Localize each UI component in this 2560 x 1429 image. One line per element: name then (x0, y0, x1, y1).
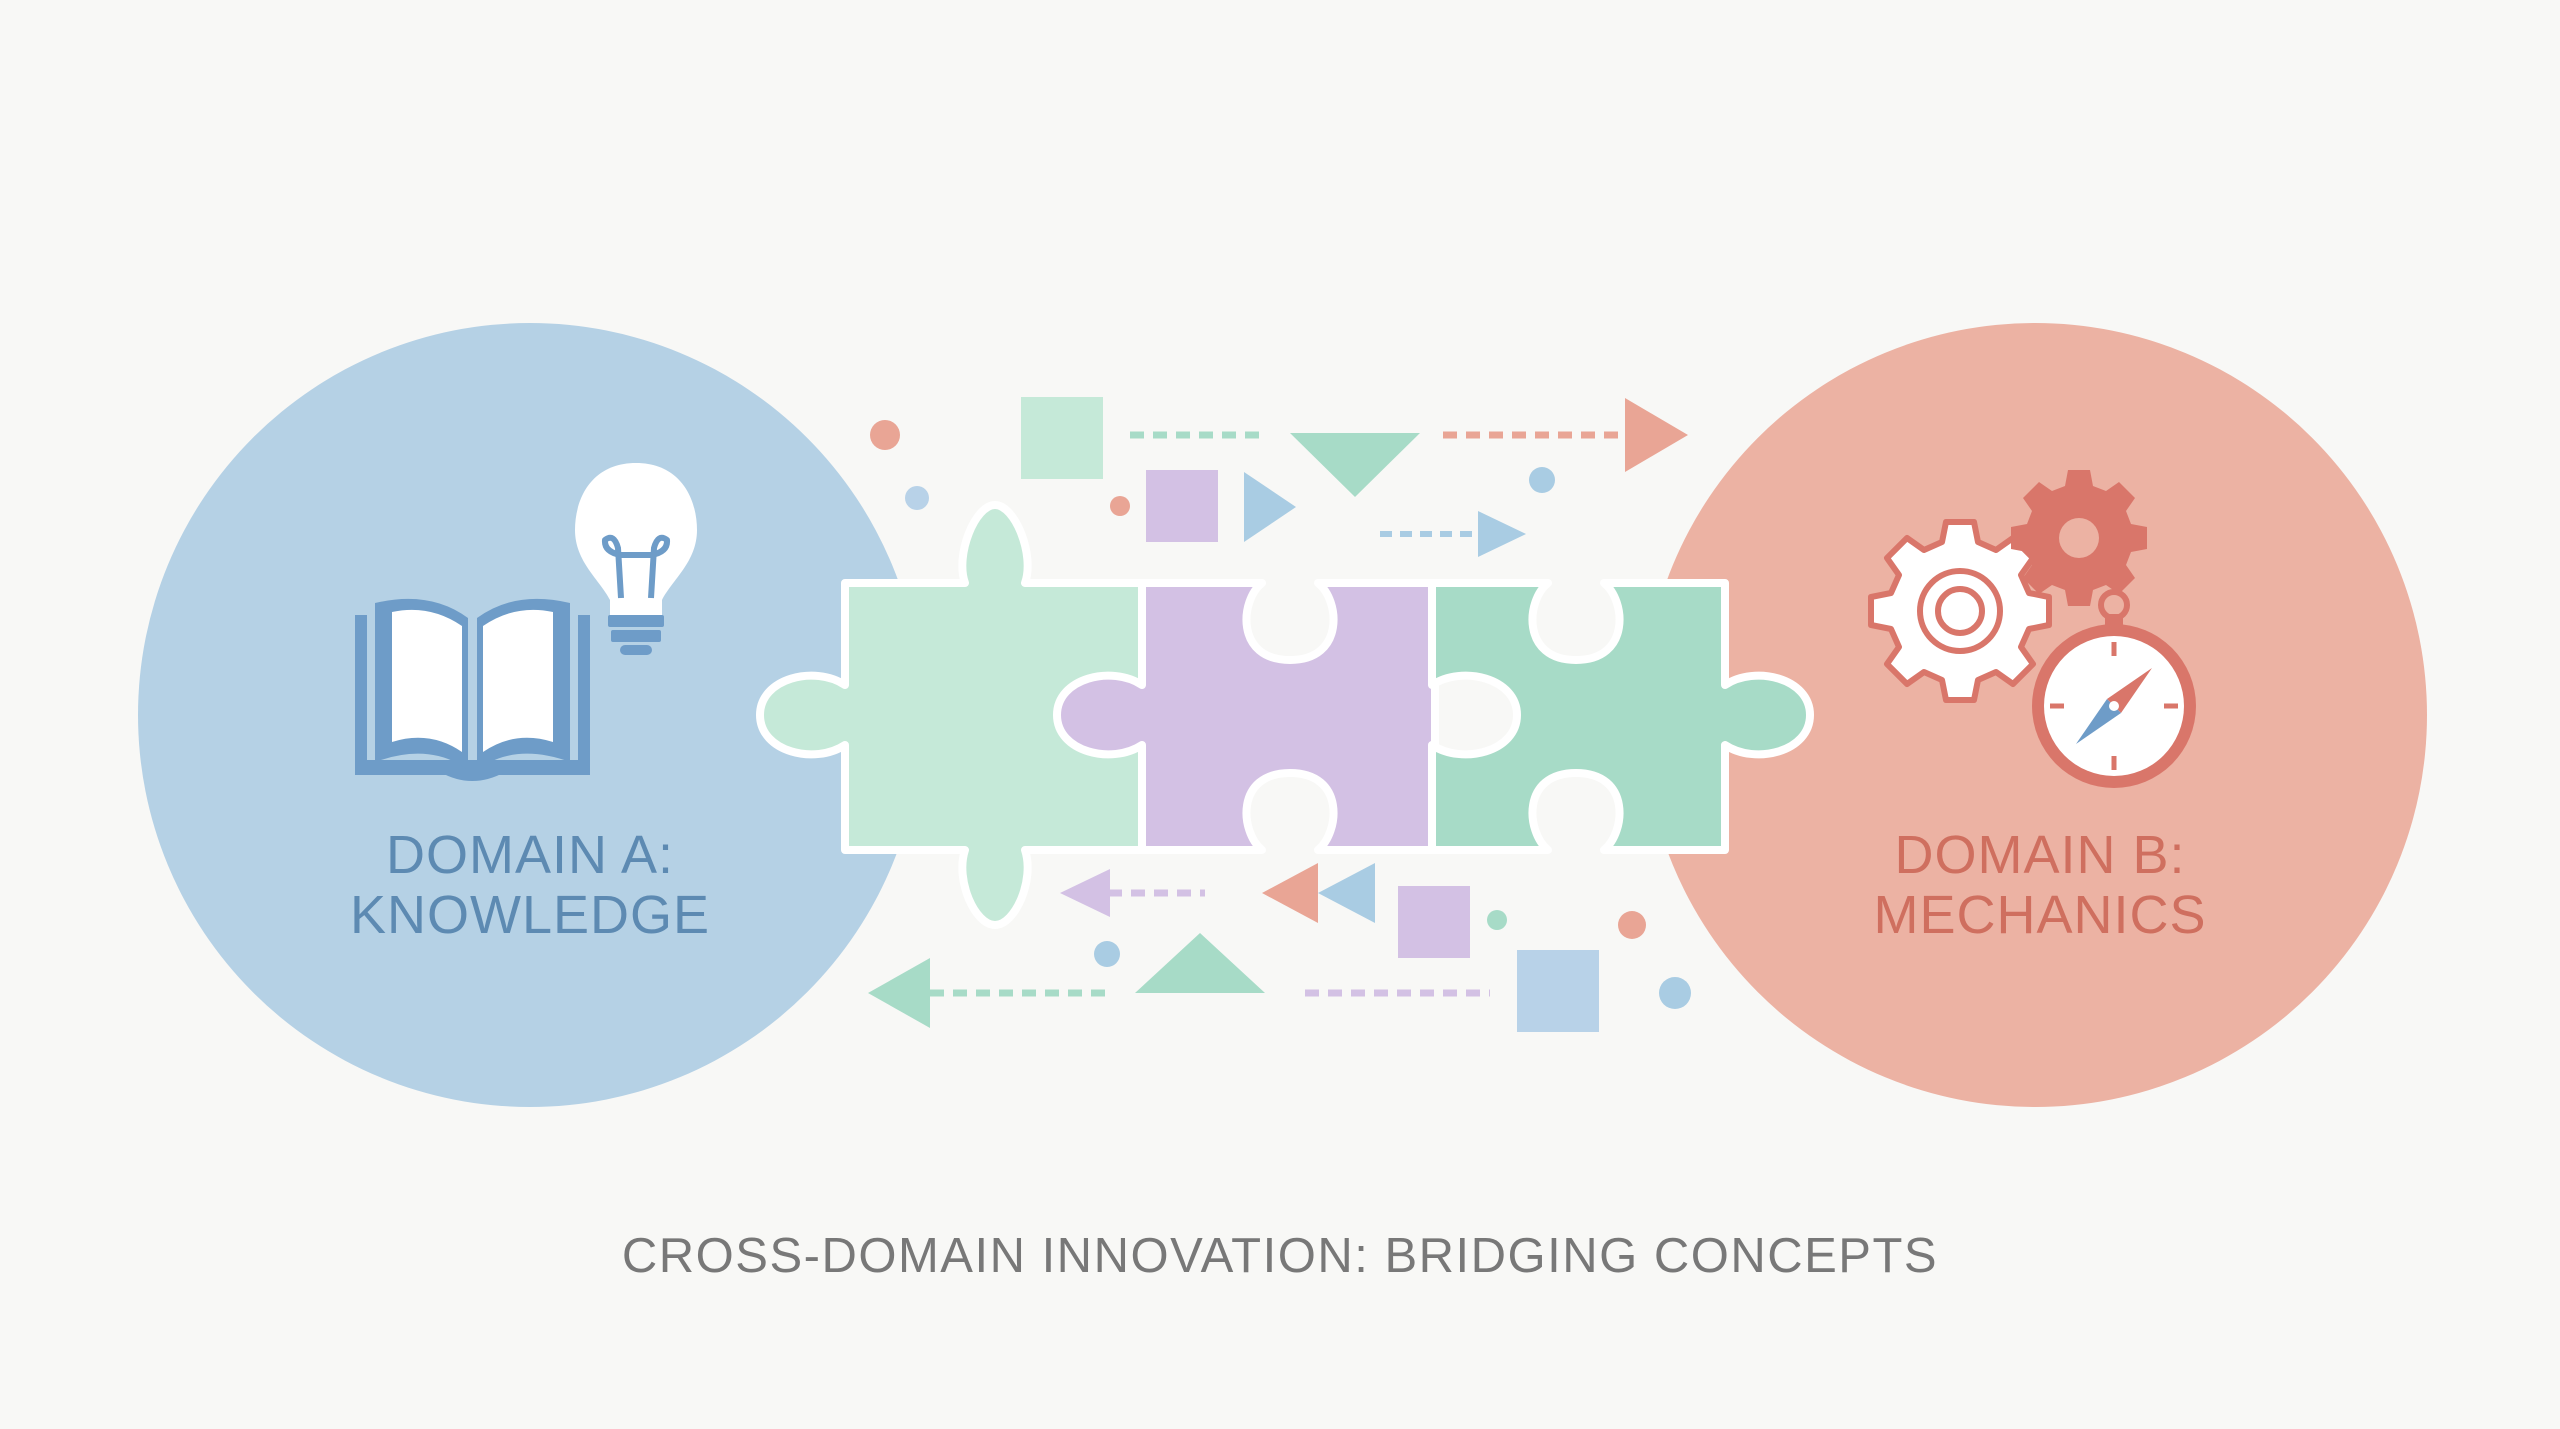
open-book-icon (355, 598, 590, 781)
dashed-arrow-bottom-purple (1060, 869, 1205, 917)
compass-icon (2032, 589, 2196, 788)
gear-icon (1868, 519, 2052, 703)
domain-b-title: DOMAIN B: (1894, 825, 2186, 885)
domain-a-subtitle: KNOWLEDGE (349, 885, 711, 946)
decorative-shapes-bottom (1094, 863, 1691, 1032)
dashed-arrow-top-coral (1443, 398, 1688, 472)
decorative-shapes-top (870, 397, 1555, 542)
small-gear-icon (2011, 470, 2147, 606)
domain-a-label: DOMAIN A: KNOWLEDGE (260, 825, 800, 946)
puzzle-piece-middle (1053, 579, 1439, 854)
diagram-caption: CROSS-DOMAIN INNOVATION: BRIDGING CONCEP… (621, 1229, 1939, 1283)
lightbulb-icon (575, 463, 697, 655)
domain-b-label: DOMAIN B: MECHANICS (1770, 825, 2310, 946)
dashed-arrow-top-blue (1380, 511, 1526, 557)
domain-b-subtitle: MECHANICS (1873, 885, 2207, 946)
puzzle-piece-right (1428, 579, 1814, 854)
dashed-arrow-bottom-green (868, 958, 1112, 1028)
puzzle-piece-left (756, 501, 1149, 929)
domain-a-title: DOMAIN A: (385, 825, 675, 885)
